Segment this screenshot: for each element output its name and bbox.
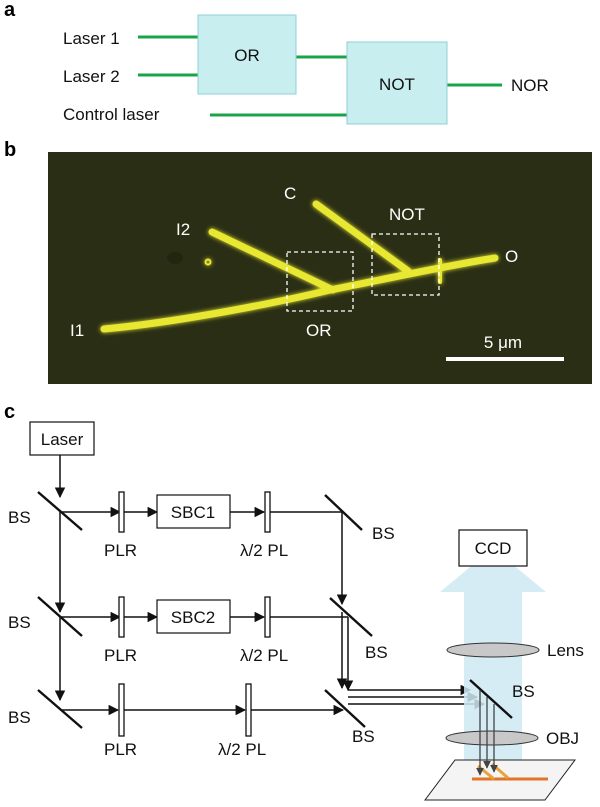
or-gate-label: OR bbox=[234, 46, 260, 65]
obj-label: OBJ bbox=[546, 729, 579, 748]
bs-left-1 bbox=[37, 491, 83, 531]
plr-1 bbox=[118, 491, 125, 533]
half-wave-plate-2-label: λ/2 PL bbox=[240, 646, 288, 665]
nanowire-i2 bbox=[208, 228, 337, 294]
sbc1-box bbox=[156, 494, 231, 529]
bs-right-1-label: BS bbox=[372, 524, 395, 543]
bs-right-2 bbox=[329, 597, 373, 637]
panel-a-letter: a bbox=[4, 0, 16, 21]
or-region-box bbox=[286, 251, 354, 312]
sbc1-label: SBC1 bbox=[171, 503, 215, 522]
panel-c-letter: c bbox=[4, 401, 15, 423]
bs-left-1-label: BS bbox=[8, 508, 31, 527]
bs-left-3 bbox=[37, 689, 83, 729]
ccd-box bbox=[458, 529, 528, 567]
bs-left-2 bbox=[37, 596, 83, 637]
nor-output-label: NOR bbox=[511, 76, 549, 95]
beam-splitters bbox=[37, 491, 373, 729]
laser-label: Laser bbox=[41, 430, 84, 449]
plr-2 bbox=[118, 596, 125, 638]
objective-lens bbox=[445, 730, 539, 746]
plr-2-label: PLR bbox=[104, 646, 137, 665]
laser-2-label: Laser 2 bbox=[63, 67, 120, 86]
laser-box bbox=[29, 421, 95, 456]
plr-1-label: PLR bbox=[104, 541, 137, 560]
lens-label: Lens bbox=[547, 641, 584, 660]
label-c: C bbox=[284, 184, 296, 203]
microscope: CCD Lens BS OBJ bbox=[424, 529, 584, 801]
label-o: O bbox=[505, 247, 518, 266]
label-i2: I2 bbox=[176, 220, 190, 239]
sbc2-box bbox=[156, 599, 231, 634]
imaging-beam-arrow bbox=[440, 548, 546, 780]
panel-b: b C I2 NOT O I1 OR 5 μm bbox=[4, 139, 592, 384]
bs-right-1 bbox=[324, 494, 363, 531]
micrograph-background bbox=[48, 152, 592, 384]
lens bbox=[446, 642, 540, 658]
laser-1-label: Laser 1 bbox=[63, 29, 120, 48]
nanowire-c bbox=[312, 200, 412, 275]
focused-beams bbox=[476, 690, 498, 776]
plr-3-label: PLR bbox=[104, 740, 137, 759]
label-or: OR bbox=[306, 321, 332, 340]
micrograph-speck bbox=[167, 252, 183, 264]
label-i1: I1 bbox=[70, 321, 84, 340]
scale-bar-label: 5 μm bbox=[484, 333, 522, 352]
control-laser-label: Control laser bbox=[63, 105, 160, 124]
panel-b-letter: b bbox=[4, 139, 16, 161]
bs-left-3-label: BS bbox=[8, 708, 31, 727]
polarizers bbox=[118, 491, 271, 737]
panel-a: a Laser 1 Laser 2 Control laser OR NOT N… bbox=[4, 0, 549, 125]
ccd-label: CCD bbox=[475, 539, 512, 558]
half-wave-plate-1 bbox=[264, 491, 271, 533]
plr-3 bbox=[118, 683, 125, 737]
label-not: NOT bbox=[389, 205, 425, 224]
bs-right-3-label: BS bbox=[352, 727, 375, 746]
logic-wires bbox=[138, 35, 502, 117]
bs-right-2-label: BS bbox=[365, 643, 388, 662]
half-wave-plate-1-label: λ/2 PL bbox=[240, 541, 288, 560]
or-gate-box bbox=[197, 14, 297, 95]
half-wave-plate-2 bbox=[264, 596, 271, 638]
nanowire-i1-to-o bbox=[100, 254, 499, 333]
not-gate-label: NOT bbox=[379, 75, 415, 94]
bs-left-2-label: BS bbox=[8, 613, 31, 632]
not-gate-box bbox=[346, 41, 448, 125]
beam-paths bbox=[54, 455, 486, 716]
half-wave-plate-3 bbox=[245, 683, 252, 737]
panel-c: c Laser bbox=[4, 401, 584, 801]
nanowires bbox=[100, 200, 499, 333]
not-region-box bbox=[371, 233, 440, 296]
half-wave-plate-3-label: λ/2 PL bbox=[218, 740, 266, 759]
sbc2-label: SBC2 bbox=[171, 608, 215, 627]
bs-right-3 bbox=[324, 689, 366, 728]
scale-bar bbox=[446, 357, 564, 361]
bs-microscope bbox=[469, 679, 513, 719]
bs-microscope-label: BS bbox=[512, 682, 535, 701]
nanowire-fragment bbox=[204, 258, 212, 266]
